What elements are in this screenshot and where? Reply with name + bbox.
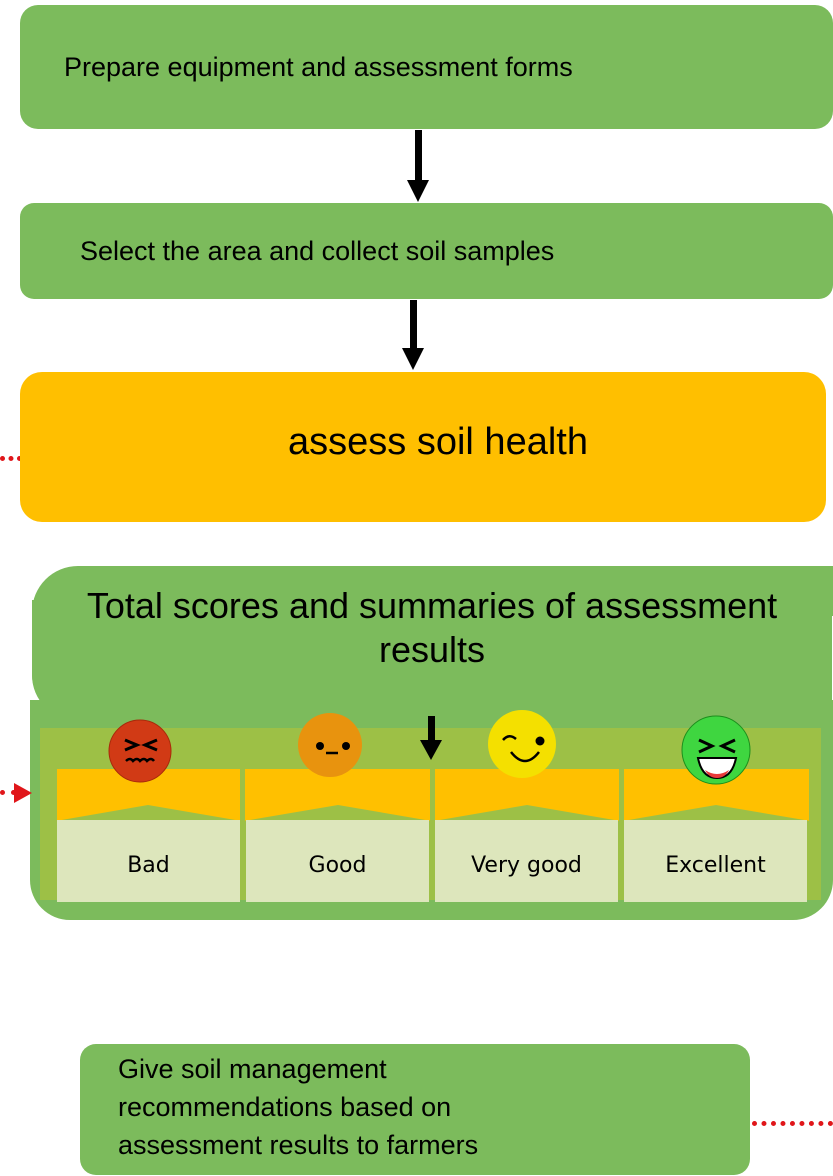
laughing-face-icon — [681, 715, 751, 785]
dotted-connector-right-bottom — [752, 1121, 833, 1126]
rating-cell-bad: Bad — [57, 820, 240, 902]
step-recommend-label: Give soil management recommendations bas… — [118, 1054, 479, 1160]
red-arrow-line — [0, 790, 16, 800]
rating-cell-very-good: Very good — [435, 820, 618, 902]
rating-cell-good: Good — [246, 820, 429, 902]
summary-title: Total scores and summaries of assessment… — [86, 585, 778, 670]
tab-very-good — [433, 767, 621, 824]
dotted-connector-left-top — [0, 456, 22, 461]
step-recommend-box: Give soil management recommendations bas… — [80, 1044, 750, 1175]
arrow-2-line — [410, 300, 417, 350]
rating-label-very-good: Very good — [471, 852, 582, 878]
arrow-2-head — [402, 348, 424, 370]
arrow-3-line — [428, 716, 435, 746]
step-select-label: Select the area and collect soil samples — [80, 235, 555, 266]
arrow-3-head — [420, 740, 442, 760]
rating-label-excellent: Excellent — [665, 852, 766, 878]
rating-label-bad: Bad — [127, 852, 170, 878]
summary-card-top-right — [733, 566, 833, 616]
step-assess-label: assess soil health — [288, 420, 588, 463]
step-assess-box: assess soil health — [20, 372, 826, 522]
step-prepare-box: Prepare equipment and assessment forms — [20, 5, 833, 129]
step-prepare-label: Prepare equipment and assessment forms — [64, 51, 573, 82]
arrow-1-line — [415, 130, 422, 183]
rating-label-good: Good — [308, 852, 367, 878]
neutral-face-icon — [298, 713, 362, 777]
red-arrow-head — [14, 783, 32, 803]
arrow-1-head — [407, 180, 429, 202]
rating-cell-excellent: Excellent — [624, 820, 807, 902]
tab-excellent — [622, 767, 811, 824]
angry-face-icon — [108, 719, 172, 783]
tab-bad — [55, 767, 242, 824]
winking-face-icon — [488, 710, 556, 778]
tab-good — [243, 767, 432, 824]
step-select-box: Select the area and collect soil samples — [20, 203, 833, 299]
